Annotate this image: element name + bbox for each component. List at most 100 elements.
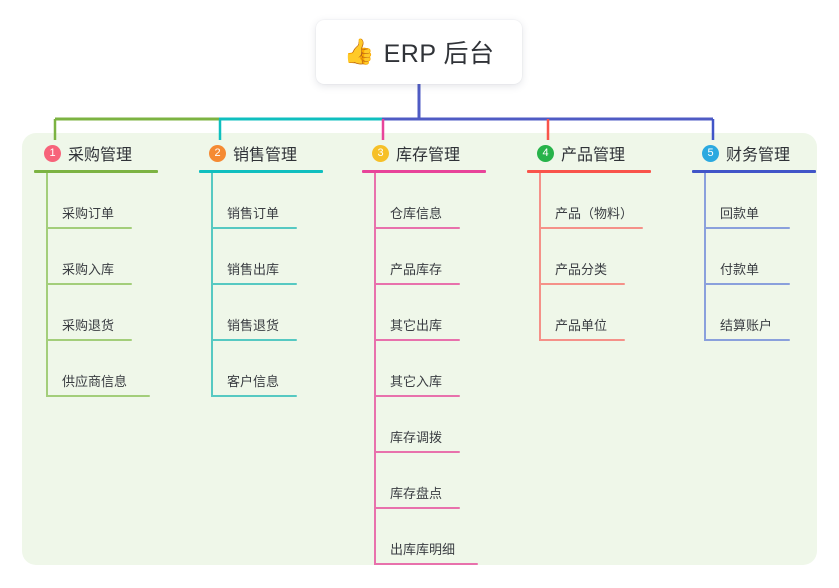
branch-item[interactable]: 产品库存 <box>362 229 522 285</box>
branch-item-label: 产品库存 <box>390 262 443 277</box>
branch-item-label: 供应商信息 <box>62 374 128 389</box>
branch-item-underline <box>374 395 460 397</box>
branch-item-underline <box>704 227 790 229</box>
branch-header-2[interactable]: 2 销售管理 <box>195 133 359 173</box>
branch-column-5: 5 财务管理回款单付款单结算账户 <box>688 133 839 341</box>
branch-items: 采购订单采购入库采购退货供应商信息 <box>34 173 194 397</box>
branch-item-underline <box>704 339 790 341</box>
thumbs-up-icon: 👍 <box>343 37 375 66</box>
branch-item[interactable]: 采购订单 <box>34 173 194 229</box>
branch-item[interactable]: 仓库信息 <box>362 173 522 229</box>
branch-item-underline <box>46 227 132 229</box>
branch-item-label: 仓库信息 <box>390 206 443 221</box>
branch-item-underline <box>374 563 478 565</box>
branch-item-label: 出库库明细 <box>390 542 456 557</box>
branch-header-underline <box>199 170 323 173</box>
branch-item-underline <box>539 283 625 285</box>
branch-columns: 1 采购管理采购订单采购入库采购退货供应商信息 2 销售管理销售订单销售出库销售退货客… <box>0 133 839 565</box>
branch-item[interactable]: 库存调拨 <box>362 397 522 453</box>
branch-item[interactable]: 供应商信息 <box>34 341 194 397</box>
branch-number-badge: 2 <box>209 144 226 162</box>
branch-spine <box>46 173 48 397</box>
branch-item[interactable]: 客户信息 <box>199 341 359 397</box>
branch-title: 采购管理 <box>68 147 133 164</box>
branch-item-label: 产品单位 <box>555 318 608 333</box>
branch-item-underline <box>374 451 460 453</box>
branch-item-label: 销售订单 <box>227 206 280 221</box>
branch-spine <box>539 173 541 341</box>
branch-header-underline <box>692 170 816 173</box>
branch-item-label: 采购订单 <box>62 206 115 221</box>
branch-item-underline <box>211 339 297 341</box>
branch-items: 仓库信息产品库存其它出库其它入库库存调拨库存盘点出库库明细 <box>362 173 522 565</box>
branch-column-2: 2 销售管理销售订单销售出库销售退货客户信息 <box>195 133 359 397</box>
branch-item[interactable]: 库存盘点 <box>362 453 522 509</box>
branch-column-3: 3 库存管理仓库信息产品库存其它出库其它入库库存调拨库存盘点出库库明细 <box>358 133 522 565</box>
branch-item[interactable]: 销售订单 <box>199 173 359 229</box>
branch-item-underline <box>539 227 643 229</box>
diagram-panel-background <box>22 133 817 565</box>
branch-header-3[interactable]: 3 库存管理 <box>358 133 522 173</box>
branch-item[interactable]: 销售退货 <box>199 285 359 341</box>
branch-item-label: 客户信息 <box>227 374 280 389</box>
branch-item[interactable]: 付款单 <box>692 229 839 285</box>
branch-item[interactable]: 产品（物料） <box>527 173 687 229</box>
branch-spine <box>374 173 376 565</box>
branch-item-label: 库存调拨 <box>390 430 443 445</box>
branch-item-label: 产品（物料） <box>555 206 634 221</box>
branch-number-badge: 5 <box>702 144 719 162</box>
branch-item[interactable]: 采购入库 <box>34 229 194 285</box>
branch-item-underline <box>374 507 460 509</box>
branch-item-label: 采购入库 <box>62 262 115 277</box>
branch-header-1[interactable]: 1 采购管理 <box>30 133 194 173</box>
branch-item[interactable]: 销售出库 <box>199 229 359 285</box>
branch-item-underline <box>211 395 297 397</box>
branch-number-badge: 1 <box>44 144 61 162</box>
branch-title: 销售管理 <box>233 147 298 164</box>
branch-item[interactable]: 回款单 <box>692 173 839 229</box>
branch-number-badge: 3 <box>372 144 389 162</box>
root-node-title: ERP 后台 <box>383 40 495 68</box>
branch-spine <box>704 173 706 341</box>
branch-item-underline <box>46 283 132 285</box>
branch-item-label: 销售退货 <box>227 318 280 333</box>
branch-item-label: 结算账户 <box>720 318 773 333</box>
branch-item-underline <box>374 227 460 229</box>
root-node-card[interactable]: 👍 ERP 后台 <box>316 20 522 84</box>
branch-item-label: 回款单 <box>720 206 760 221</box>
branch-item-underline <box>46 395 150 397</box>
branch-items: 销售订单销售出库销售退货客户信息 <box>199 173 359 397</box>
branch-items: 回款单付款单结算账户 <box>692 173 839 341</box>
branch-header-underline <box>34 170 158 173</box>
branch-title: 财务管理 <box>726 147 791 164</box>
branch-item[interactable]: 出库库明细 <box>362 509 522 565</box>
branch-item-label: 库存盘点 <box>390 486 443 501</box>
branch-column-1: 1 采购管理采购订单采购入库采购退货供应商信息 <box>30 133 194 397</box>
branch-item-underline <box>704 283 790 285</box>
branch-item-underline <box>374 339 460 341</box>
branch-header-5[interactable]: 5 财务管理 <box>688 133 839 173</box>
branch-item-label: 付款单 <box>720 262 760 277</box>
branch-item[interactable]: 产品分类 <box>527 229 687 285</box>
branch-item-underline <box>46 339 132 341</box>
branch-item-label: 其它入库 <box>390 374 443 389</box>
branch-item-underline <box>539 339 625 341</box>
branch-item-label: 采购退货 <box>62 318 115 333</box>
branch-item-underline <box>211 283 297 285</box>
branch-item[interactable]: 其它出库 <box>362 285 522 341</box>
branch-item-label: 销售出库 <box>227 262 280 277</box>
branch-header-underline <box>527 170 651 173</box>
branch-item[interactable]: 产品单位 <box>527 285 687 341</box>
branch-item[interactable]: 采购退货 <box>34 285 194 341</box>
branch-title: 库存管理 <box>396 147 461 164</box>
branch-items: 产品（物料） 产品分类产品单位 <box>527 173 687 341</box>
branch-item-underline <box>374 283 460 285</box>
branch-title: 产品管理 <box>561 147 626 164</box>
branch-header-underline <box>362 170 486 173</box>
branch-item[interactable]: 其它入库 <box>362 341 522 397</box>
branch-item-underline <box>211 227 297 229</box>
branch-item[interactable]: 结算账户 <box>692 285 839 341</box>
